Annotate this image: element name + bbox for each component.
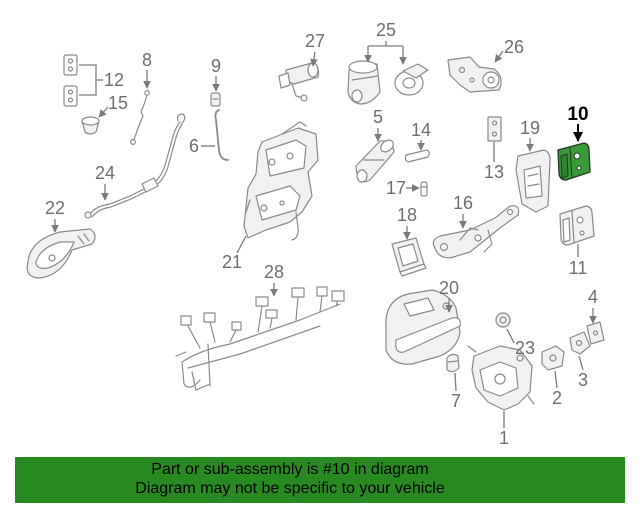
callout-14: 14	[411, 120, 431, 140]
part-9-drawing	[210, 92, 221, 107]
part-26-drawing	[447, 56, 502, 93]
part-11-drawing	[559, 205, 595, 246]
callout-6: 6	[189, 136, 199, 156]
leader-23	[506, 328, 515, 344]
part-8-drawing	[130, 89, 150, 146]
leader-21	[236, 235, 247, 254]
part-18-drawing	[391, 237, 427, 277]
callout-7: 7	[451, 391, 461, 411]
callout-26: 26	[504, 37, 524, 57]
leader-2	[554, 370, 558, 389]
part-23-drawing	[495, 312, 511, 328]
callout-17: 17	[386, 178, 406, 198]
exploded-parts-diagram: 1 2 3 4 5 6 7 8 9 10 11 12 13 14 15 16 1…	[26, 20, 605, 448]
leader-27	[310, 51, 318, 67]
callout-4: 4	[588, 287, 598, 307]
part-13-drawing	[487, 116, 502, 142]
part-15-drawing	[81, 116, 100, 135]
leader-25-bracket	[368, 41, 403, 47]
callout-13: 13	[484, 162, 504, 182]
part-19-drawing	[515, 149, 551, 213]
callout-27: 27	[305, 31, 325, 51]
leader-12-bracket	[79, 64, 103, 96]
leader-26	[494, 50, 504, 63]
part-12-drawing	[63, 54, 78, 107]
highlight-notice-banner: Part or sub-assembly is #10 in diagram D…	[15, 457, 625, 503]
callout-25: 25	[376, 20, 396, 40]
part-10-drawing-highlighted	[557, 142, 591, 181]
callout-24: 24	[95, 163, 115, 183]
leader-15	[98, 106, 109, 118]
callout-28: 28	[264, 262, 284, 282]
callout-3: 3	[578, 370, 588, 390]
part-5-drawing	[355, 139, 395, 183]
part-14-drawing	[404, 149, 430, 163]
banner-line-disclaimer: Diagram may not be specific to your vehi…	[135, 480, 445, 497]
part-27-drawing	[278, 62, 319, 102]
leader-3	[578, 355, 584, 371]
callout-22: 22	[45, 198, 65, 218]
part-22-drawing	[26, 228, 96, 279]
part-17-drawing	[420, 181, 428, 197]
part-20-drawing	[385, 289, 461, 365]
leader-7	[454, 372, 457, 392]
callout-1: 1	[499, 428, 509, 448]
part-24-drawing	[84, 113, 186, 219]
callout-12: 12	[104, 70, 124, 90]
part-21-drawing	[243, 121, 319, 241]
callout-16: 16	[453, 193, 473, 213]
callout-9: 9	[211, 56, 221, 76]
part-7-drawing	[446, 353, 460, 373]
part-1-drawing	[467, 345, 535, 411]
callout-20: 20	[439, 278, 459, 298]
part-28-drawing	[175, 286, 345, 391]
callout-5: 5	[373, 107, 383, 127]
callout-10-highlighted: 10	[567, 104, 588, 125]
part-2-drawing	[541, 345, 565, 371]
callout-18: 18	[397, 205, 417, 225]
part-16-drawing	[432, 205, 520, 259]
part-4-drawing	[586, 321, 605, 345]
callout-2: 2	[552, 388, 562, 408]
callout-8: 8	[142, 50, 152, 70]
callout-21: 21	[222, 252, 242, 272]
banner-line-part-number: Part or sub-assembly is #10 in diagram	[151, 461, 429, 478]
part-25-drawing	[347, 60, 429, 105]
callout-23: 23	[515, 338, 535, 358]
callout-19: 19	[520, 118, 540, 138]
part-3-drawing	[569, 331, 591, 355]
part-6-drawing	[214, 109, 229, 161]
callout-11: 11	[569, 258, 588, 278]
callout-15: 15	[108, 93, 128, 113]
